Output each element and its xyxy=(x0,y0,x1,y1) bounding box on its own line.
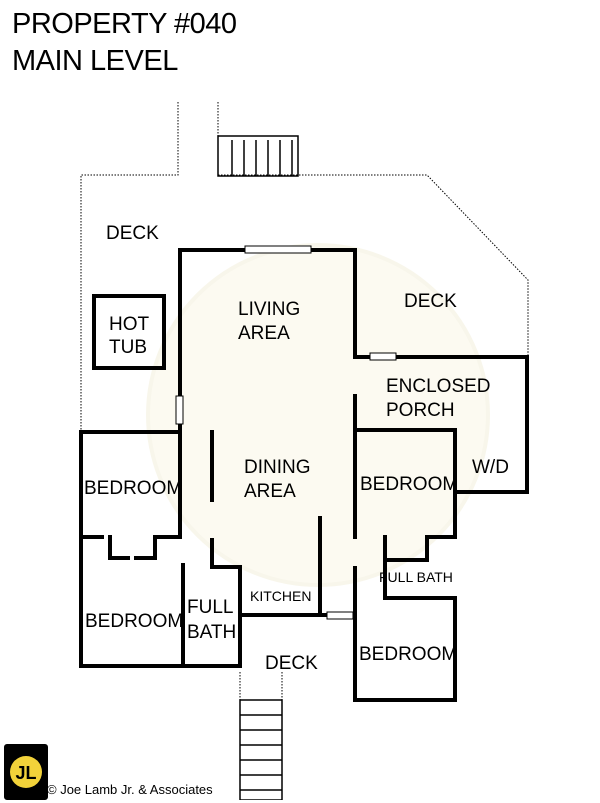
dining-label-2: AREA xyxy=(244,481,296,502)
dining-label-1: DINING xyxy=(244,457,311,478)
deck-ne-label: DECK xyxy=(404,291,457,312)
living-label-1: LIVING xyxy=(238,299,300,320)
deck-south-label: DECK xyxy=(265,653,318,674)
kitchen-label: KITCHEN xyxy=(250,588,311,604)
level-title: MAIN LEVEL xyxy=(12,45,178,77)
bedroom-nw-label: BEDROOM xyxy=(84,478,182,499)
property-title: PROPERTY #040 xyxy=(12,8,237,40)
living-label-2: AREA xyxy=(238,323,290,344)
bedroom-se-label: BEDROOM xyxy=(359,644,457,665)
bedroom-sw-label: BEDROOM xyxy=(85,611,183,632)
full-bath-w-label-2: BATH xyxy=(187,622,236,643)
logo-text: JL xyxy=(15,763,36,783)
deck-outline xyxy=(80,102,529,700)
bedroom-e-label: BEDROOM xyxy=(360,474,458,495)
copyright-text: © Joe Lamb Jr. & Associates xyxy=(47,782,213,797)
full-bath-w-label-1: FULL xyxy=(187,597,233,618)
washer-dryer-label: W/D xyxy=(472,457,509,478)
north-stairs xyxy=(217,135,299,177)
hot-tub-label-2: TUB xyxy=(109,337,147,358)
enclosed-porch-label-2: PORCH xyxy=(386,400,455,421)
walls xyxy=(79,248,529,702)
enclosed-porch-label-1: ENCLOSED xyxy=(386,376,491,397)
logo-mark: JL xyxy=(10,756,42,788)
windows xyxy=(175,245,397,620)
hot-tub xyxy=(92,294,166,370)
hot-tub-label-1: HOT xyxy=(109,314,150,335)
deck-nw-label: DECK xyxy=(106,223,159,244)
company-logo: JL xyxy=(4,744,48,800)
south-stairs xyxy=(239,699,283,800)
full-bath-e-label: FULL BATH xyxy=(379,569,453,585)
